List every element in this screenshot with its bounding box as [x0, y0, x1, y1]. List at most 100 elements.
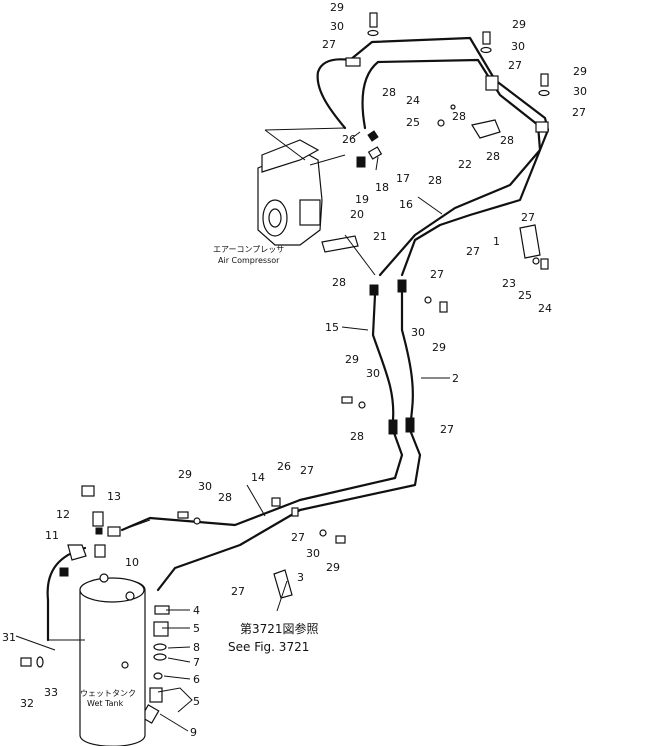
connector-20 — [321, 235, 359, 253]
callout: 27 — [572, 106, 586, 119]
elbow-18 — [367, 146, 383, 160]
callout: 27 — [521, 211, 535, 224]
callout: 31 — [2, 631, 16, 644]
bolt-29-top — [369, 12, 378, 28]
item-5b — [149, 687, 163, 703]
callout: 29 — [432, 341, 446, 354]
callout: 1 — [493, 235, 500, 248]
callout: 27 — [508, 59, 522, 72]
callout: 16 — [399, 198, 413, 211]
valve-13-top — [81, 485, 95, 497]
callout: 28 — [382, 86, 396, 99]
callout: 28 — [350, 430, 364, 443]
callout: 30 — [573, 85, 587, 98]
see-fig-label-jp: 第3721図参照 — [240, 621, 319, 636]
callout: 32 — [20, 697, 34, 710]
callout: 13 — [107, 490, 121, 503]
callout: 33 — [44, 686, 58, 699]
bolt-32 — [20, 657, 32, 667]
callout: 11 — [45, 529, 59, 542]
callout: 29 — [573, 65, 587, 78]
callout: 29 — [512, 18, 526, 31]
callout: 26 — [277, 460, 291, 473]
callout: 12 — [56, 508, 70, 521]
callout: 2 — [452, 372, 459, 385]
callout: 30 — [306, 547, 320, 560]
callout: 27 — [430, 268, 444, 281]
callout: 29 — [326, 561, 340, 574]
bracket-3 — [273, 569, 293, 599]
callout: 28 — [452, 110, 466, 123]
wet-tank-label-jp: ウェットタンク — [80, 689, 136, 698]
wet-tank — [48, 573, 146, 746]
callout: 25 — [406, 116, 420, 129]
fitting-10 — [94, 544, 106, 558]
callout: 19 — [355, 193, 369, 206]
callout: 24 — [406, 94, 420, 107]
item-7 — [153, 653, 167, 661]
callout: 3 — [297, 571, 304, 584]
bracket-right — [519, 224, 541, 259]
pipe-lines — [46, 36, 550, 642]
bolt-29-mid — [482, 31, 491, 45]
callout: 28 — [486, 150, 500, 163]
bolt-29-right — [540, 73, 549, 87]
callout: 28 — [218, 491, 232, 504]
callout: 10 — [125, 556, 139, 569]
callout: 29 — [345, 353, 359, 366]
fitting-12 — [92, 511, 104, 527]
callout: 23 — [502, 277, 516, 290]
wet-tank-label-en: Wet Tank — [87, 699, 124, 708]
washer-30-top — [367, 29, 379, 37]
clamp-27-a — [345, 57, 361, 67]
pipe-upper-inner — [361, 58, 542, 277]
callout: 4 — [193, 604, 200, 617]
washer-33 — [36, 656, 44, 668]
air-compressor — [257, 127, 346, 246]
callout: 6 — [193, 673, 200, 686]
callout: 25 — [518, 289, 532, 302]
callout: 30 — [198, 480, 212, 493]
callout: 21 — [373, 230, 387, 243]
callout: 30 — [366, 367, 380, 380]
callout: 8 — [193, 641, 200, 654]
callout: 30 — [411, 326, 425, 339]
item-5a — [153, 621, 169, 637]
callout: 9 — [190, 726, 197, 739]
callout: 5 — [193, 622, 200, 635]
callout: 27 — [300, 464, 314, 477]
callouts: 29 30 27 28 26 29 30 27 28 24 25 22 29 3… — [2, 1, 587, 739]
air-compressor-label-jp: エアーコンプレッサ — [213, 245, 284, 254]
bracket-22 — [471, 119, 501, 139]
callout: 7 — [193, 656, 200, 669]
nut-19 — [356, 156, 366, 168]
callout: 28 — [332, 276, 346, 289]
switch-11 — [67, 544, 87, 561]
callout: 27 — [291, 531, 305, 544]
item-8 — [153, 643, 167, 651]
pipe-3 — [156, 508, 302, 592]
item-6 — [153, 672, 163, 680]
callout: 5 — [193, 695, 200, 708]
callout: 30 — [330, 20, 344, 33]
fittings — [20, 12, 550, 724]
callout: 20 — [350, 208, 364, 221]
callout: 28 — [500, 134, 514, 147]
pipe-14 — [120, 498, 302, 532]
clamp-27-b — [485, 75, 499, 91]
callout: 27 — [322, 38, 336, 51]
callout: 18 — [375, 181, 389, 194]
pipe-2 — [298, 283, 422, 512]
callout: 24 — [538, 302, 552, 315]
callout: 29 — [178, 468, 192, 481]
callout: 22 — [458, 158, 472, 171]
callout: 15 — [325, 321, 339, 334]
callout: 27 — [440, 423, 454, 436]
callout: 26 — [342, 133, 356, 146]
callout: 29 — [330, 1, 344, 14]
hose-11 — [46, 546, 87, 642]
callout: 14 — [251, 471, 265, 484]
air-compressor-label-en: Air Compressor — [218, 256, 280, 265]
